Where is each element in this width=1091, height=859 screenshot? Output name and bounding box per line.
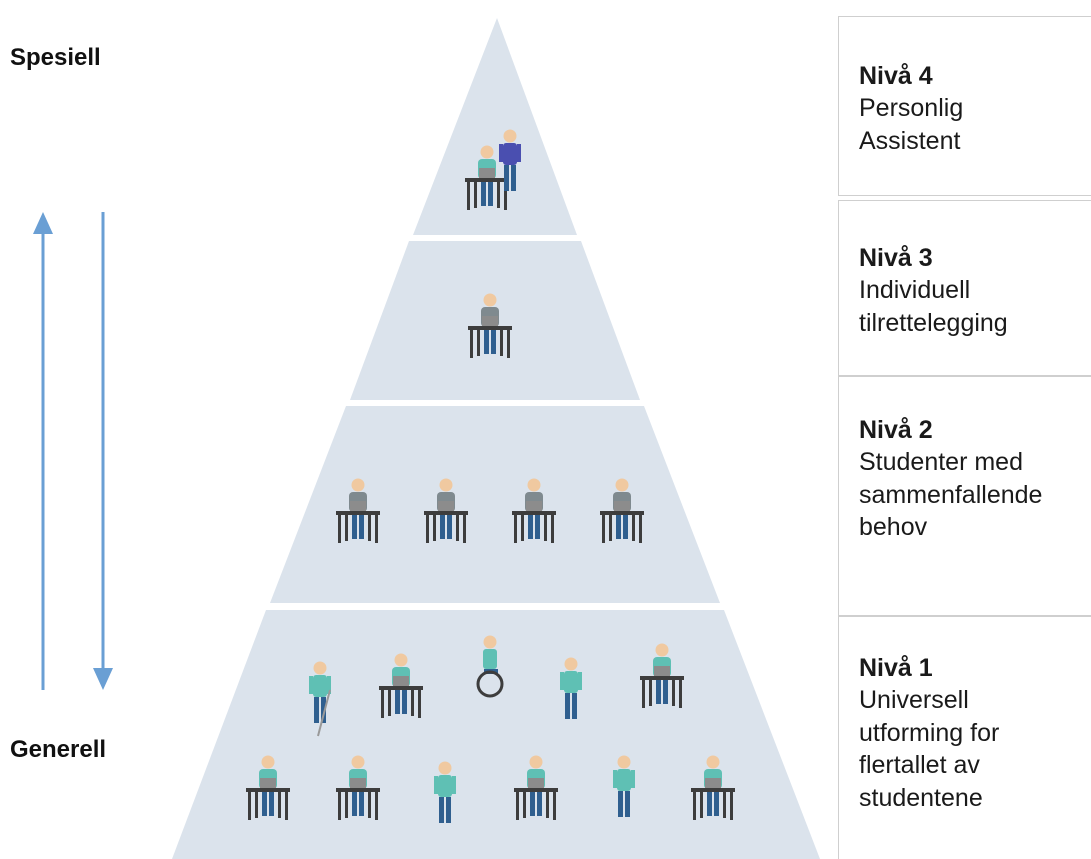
level-1-line-1: Universell (859, 686, 969, 715)
level-4-line-2: Assistent (859, 126, 961, 155)
up-arrow-icon (33, 212, 53, 690)
seated-student-icon (514, 755, 558, 820)
level-1-line-2: utforming for (859, 718, 1000, 747)
level-3-line-2: tilrettelegging (859, 308, 1008, 337)
standing-student-icon (613, 755, 635, 817)
standing-student-icon (560, 657, 582, 719)
level-3-box: Nivå 3 Individuell tilrettelegging (838, 200, 1091, 376)
seated-student-icon (424, 478, 468, 543)
tier-level-1 (172, 610, 820, 859)
seated-student-icon (336, 755, 380, 820)
seated-student-icon (336, 478, 380, 543)
seated-student-icon (600, 478, 644, 543)
personal-assistant-icon (499, 129, 521, 191)
level-2-box: Nivå 2 Studenter med sammenfallende beho… (838, 376, 1091, 616)
wheelchair-user-icon (476, 635, 504, 698)
level-2-line-3: behov (859, 513, 928, 542)
seated-student-icon (640, 643, 684, 708)
level-1-line-3: flertallet av (859, 751, 980, 780)
level-2-line-1: Studenter med (859, 448, 1023, 477)
level-2-title: Nivå 2 (859, 416, 933, 444)
level-2-line-2: sammenfallende (859, 480, 1043, 509)
individual-student-icon (468, 293, 512, 358)
tier-level-4 (413, 18, 577, 235)
level-4-title: Nivå 4 (859, 62, 933, 90)
level-1-title: Nivå 1 (859, 654, 933, 682)
level-3-line-1: Individuell (859, 276, 971, 305)
assisted-student-icon (465, 145, 509, 210)
seated-student-icon (512, 478, 556, 543)
standing-student-icon (434, 761, 456, 823)
level-4-line-1: Personlig (859, 94, 964, 123)
blind-student-icon (309, 661, 331, 737)
level-3-title: Nivå 3 (859, 244, 933, 272)
seated-student-icon (691, 755, 735, 820)
top-axis-label: Spesiell (10, 44, 101, 71)
level-4-box: Nivå 4 Personlig Assistent (838, 16, 1091, 196)
seated-student-icon (379, 653, 423, 718)
down-arrow-icon (93, 212, 113, 690)
seated-student-icon (246, 755, 290, 820)
tier-level-2 (270, 406, 720, 603)
level-1-line-4: studentene (859, 783, 983, 812)
bottom-axis-label: Generell (10, 736, 107, 763)
level-1-box: Nivå 1 Universell utforming for flertall… (838, 616, 1091, 859)
